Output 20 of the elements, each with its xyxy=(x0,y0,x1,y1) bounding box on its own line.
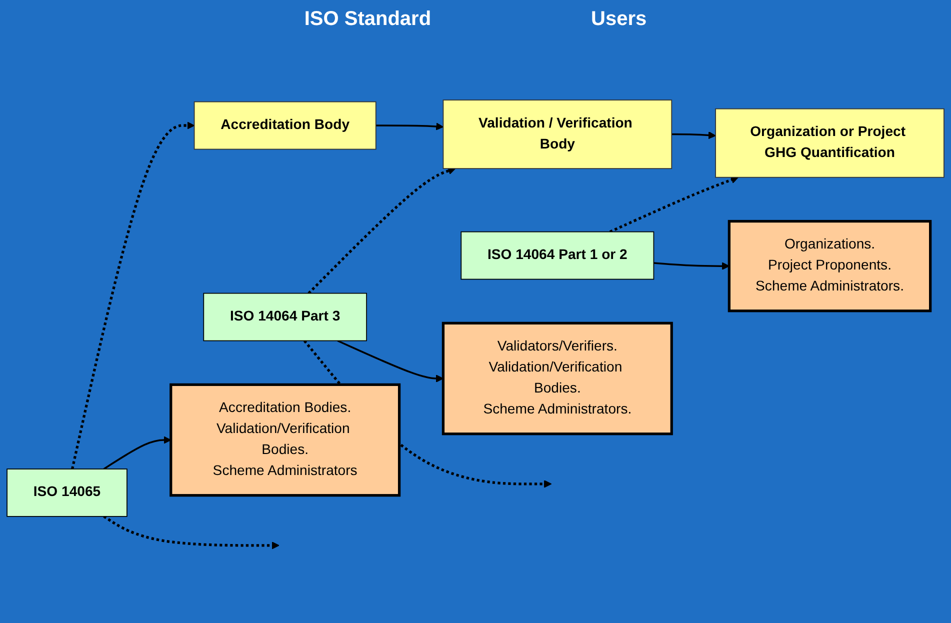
arrow xyxy=(337,340,444,382)
node-box: Accreditation Bodies. Validation/Verification Bodies. Scheme Administrators xyxy=(170,383,401,496)
arrow xyxy=(654,262,730,270)
node-box: ISO 14064 Part 1 or 2 xyxy=(460,231,654,280)
arrow xyxy=(71,121,195,469)
arrow xyxy=(609,176,739,233)
arrow xyxy=(103,515,280,549)
column-heading: ISO Standard xyxy=(304,8,432,32)
node-box: Validation / Verification Body xyxy=(442,99,672,169)
arrow xyxy=(672,131,716,139)
node-box: Accreditation Body xyxy=(194,101,376,150)
node-box: Organization or Project GHG Quantification xyxy=(715,108,944,178)
node-box: Organizations. Project Proponents. Scheme Administrators. xyxy=(728,220,932,312)
column-heading: Users xyxy=(591,8,647,32)
node-box: Validators/Verifiers. Validation/Verification Bodies. Scheme Administrators. xyxy=(442,322,673,435)
node-box: ISO 14064 Part 3 xyxy=(203,292,367,341)
node-box: ISO 14065 xyxy=(6,468,128,517)
arrow xyxy=(376,122,444,130)
arrow xyxy=(103,436,172,470)
arrow xyxy=(308,166,456,294)
